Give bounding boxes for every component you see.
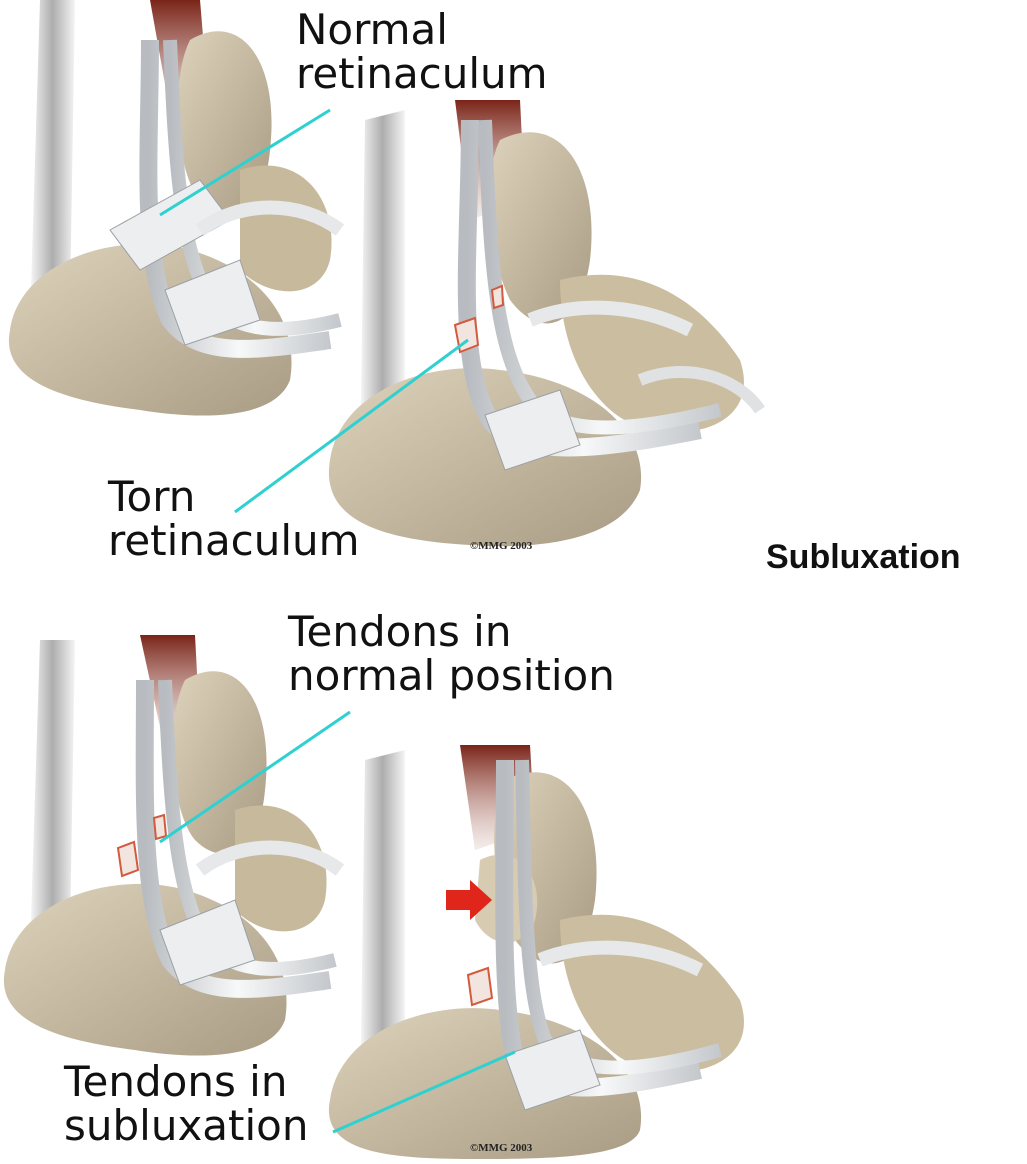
label-line-1: Tendons in [64,1060,309,1104]
label-tendons-subluxation: Tendons in subluxation [64,1060,309,1148]
top-ankle-torn [329,100,760,546]
label-torn-retinaculum: Torn retinaculum [108,475,360,563]
label-tendons-normal-position: Tendons in normal position [288,610,615,698]
copyright-bottom: ©MMG 2003 [470,1142,532,1154]
label-line-1: Tendons in [288,610,615,654]
bottom-ankle-subluxed [329,745,744,1159]
label-line-1: Normal [296,8,548,52]
copyright-top: ©MMG 2003 [470,540,532,552]
label-normal-retinaculum: Normal retinaculum [296,8,548,96]
label-line-2: retinaculum [296,52,548,96]
label-line-2: normal position [288,654,615,698]
label-line-2: retinaculum [108,519,360,563]
label-line-2: subluxation [64,1104,309,1148]
side-title: Subluxation [766,538,961,577]
label-line-1: Torn [108,475,360,519]
